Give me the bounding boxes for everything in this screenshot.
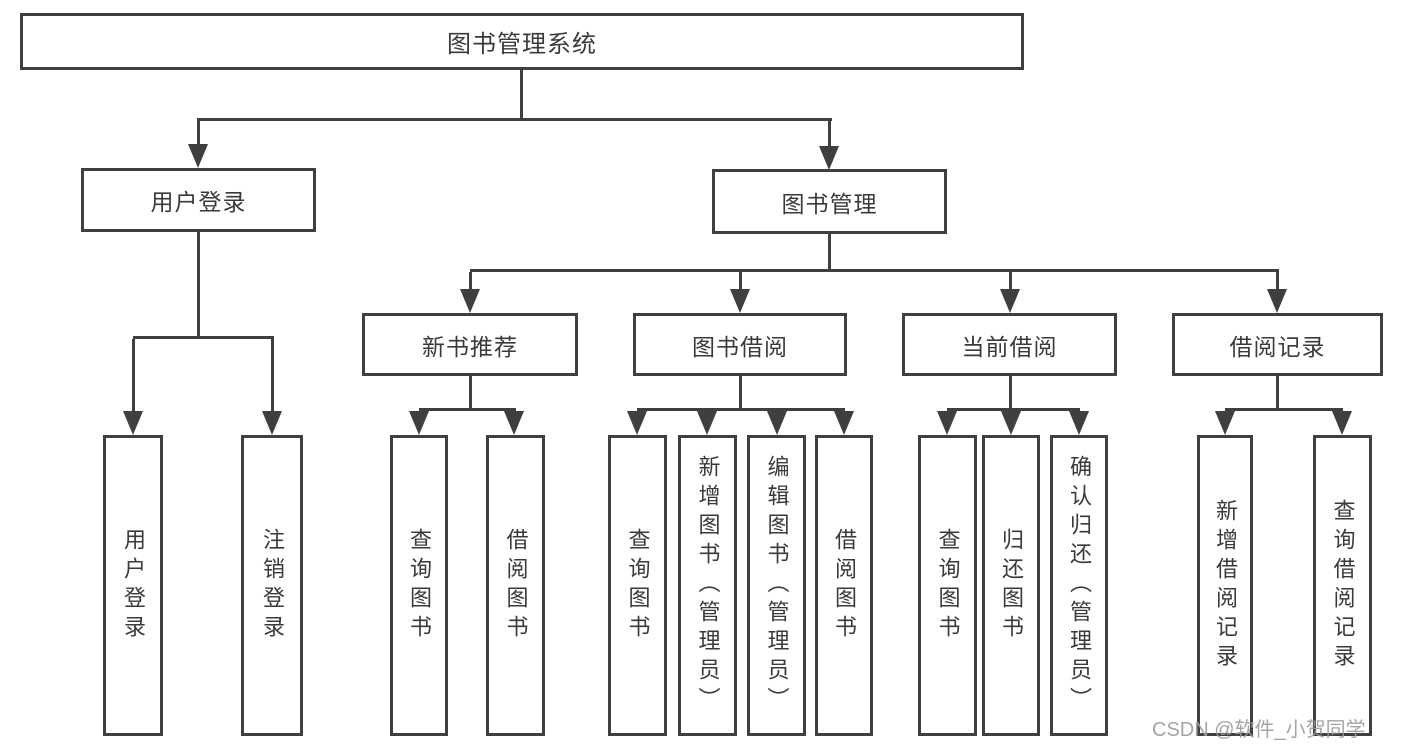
node-label: 图书借阅: [692, 333, 788, 360]
node-label: 新书推荐: [422, 333, 518, 360]
node-label: 用户登录: [150, 189, 247, 215]
node-book-borrowing: 图书借阅: [633, 313, 847, 376]
node-current-borrowing: 当前借阅: [902, 313, 1117, 376]
leaf-label: 借阅图书: [832, 527, 857, 644]
connector-borrowing-split: [637, 408, 845, 411]
connector-root-split: [197, 118, 832, 121]
connector-user-login-trunk: [197, 232, 200, 336]
leaf-label: 查询图书: [625, 527, 651, 644]
leaf-label: 查询图书: [407, 527, 432, 644]
arrow-down-icon: [730, 289, 750, 313]
leaf-label: 注销登录: [260, 527, 285, 644]
connector-book-management-split: [470, 269, 1279, 272]
connector-recommendation-split: [419, 408, 516, 411]
node-label: 图书管理系统: [447, 31, 597, 58]
connector-book-management-trunk: [828, 234, 831, 269]
arrow-down-icon: [123, 411, 143, 435]
leaf-label: 新增图书（管理员）: [695, 455, 721, 716]
connector-to-new-book-recommendation: [469, 272, 472, 290]
connector-current-split: [947, 408, 1080, 411]
arrow-down-icon: [1332, 411, 1352, 435]
arrow-down-icon: [1069, 411, 1089, 435]
leaf-current-return-books: 归还图书: [982, 435, 1040, 736]
connector-to-book-borrowing: [739, 272, 742, 290]
arrow-down-icon: [1001, 411, 1021, 435]
leaf-borrowing-edit-books-admin: 编辑图书（管理员）: [747, 435, 806, 736]
arrow-down-icon: [1267, 289, 1287, 313]
connector-user-login-split: [133, 336, 274, 339]
arrow-down-icon: [460, 289, 480, 313]
node-user-login: 用户登录: [81, 168, 316, 232]
node-new-book-recommendation: 新书推荐: [362, 313, 578, 376]
node-borrowing-records: 借阅记录: [1172, 313, 1383, 376]
arrow-down-icon: [504, 411, 524, 435]
node-book-management: 图书管理: [712, 169, 947, 234]
leaf-label: 查询借阅记录: [1330, 498, 1356, 673]
leaf-recommend-query-books: 查询图书: [390, 435, 448, 736]
leaf-label: 用户登录: [121, 527, 146, 644]
leaf-borrowing-borrow-books: 借阅图书: [815, 435, 873, 736]
arrow-down-icon: [697, 411, 717, 435]
connector-to-leaf-login: [132, 339, 135, 411]
connector-records-split: [1225, 408, 1343, 411]
node-library-management-system: 图书管理系统: [20, 13, 1024, 70]
arrow-down-icon: [1000, 289, 1020, 313]
connector-to-user-login: [197, 121, 200, 144]
leaf-user-login: 用户登录: [103, 435, 163, 736]
leaf-logout: 注销登录: [241, 435, 303, 736]
leaf-label: 查询图书: [935, 527, 961, 644]
leaf-records-query-borrow-record: 查询借阅记录: [1313, 435, 1372, 736]
leaf-label: 借阅图书: [503, 527, 529, 644]
arrow-down-icon: [188, 144, 208, 168]
leaf-current-query-books: 查询图书: [918, 435, 977, 736]
leaf-records-add-borrow-record: 新增借阅记录: [1197, 435, 1253, 736]
connector-recommendation-trunk: [469, 376, 472, 408]
connector-records-trunk: [1276, 376, 1279, 408]
connector-root-trunk: [520, 70, 523, 118]
arrow-down-icon: [834, 411, 854, 435]
arrow-down-icon: [627, 411, 647, 435]
connector-to-book-management: [828, 121, 831, 146]
leaf-recommend-borrow-books: 借阅图书: [486, 435, 545, 736]
arrow-down-icon: [409, 411, 429, 435]
leaf-label: 新增借阅记录: [1213, 498, 1238, 673]
node-label: 当前借阅: [961, 333, 1058, 360]
leaf-borrowing-query-books: 查询图书: [608, 435, 667, 736]
connector-current-trunk: [1009, 376, 1012, 408]
connector-to-borrowing-records: [1276, 272, 1279, 290]
arrow-down-icon: [1215, 411, 1235, 435]
leaf-label: 确认归还（管理员）: [1067, 455, 1092, 716]
leaf-borrowing-add-books-admin: 新增图书（管理员）: [678, 435, 737, 736]
connector-borrowing-trunk: [739, 376, 742, 408]
leaf-label: 归还图书: [999, 527, 1024, 644]
leaf-label: 编辑图书（管理员）: [764, 455, 790, 716]
arrow-down-icon: [767, 411, 787, 435]
connector-to-leaf-logout: [271, 339, 274, 411]
csdn-watermark: CSDN @软件_小贺同学: [1152, 719, 1366, 741]
node-label: 借阅记录: [1229, 333, 1326, 360]
arrow-down-icon: [819, 146, 839, 170]
node-label: 图书管理: [781, 190, 878, 217]
leaf-current-confirm-return-admin: 确认归还（管理员）: [1050, 435, 1108, 736]
arrow-down-icon: [937, 411, 957, 435]
connector-to-current-borrowing: [1009, 272, 1012, 290]
arrow-down-icon: [262, 411, 282, 435]
